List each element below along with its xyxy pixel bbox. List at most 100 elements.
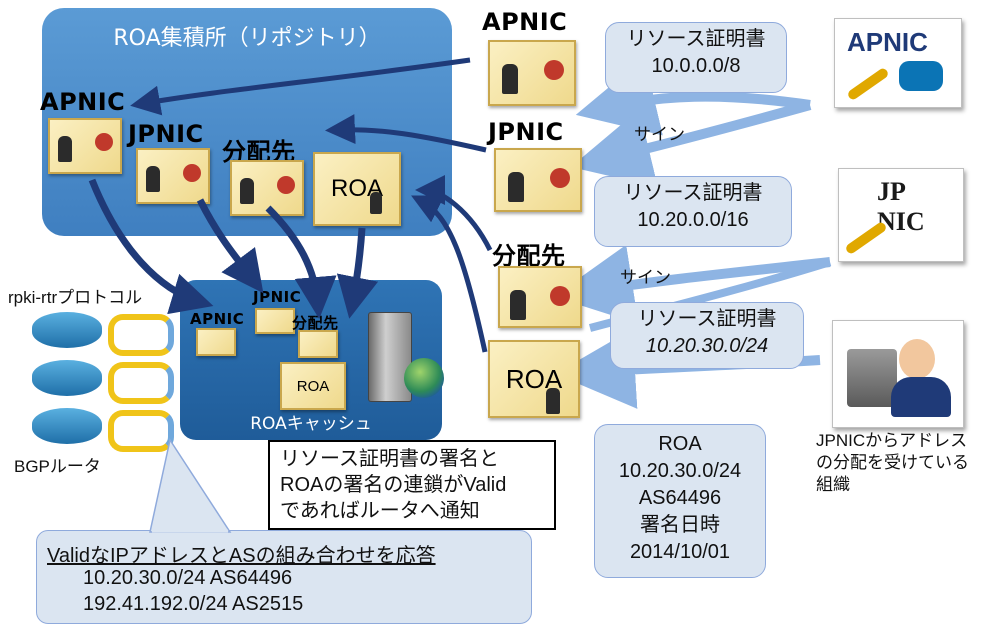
person-body-icon [891,377,951,417]
callout-line: 署名日時 [640,514,720,536]
repo-cert-apnic: APNIC [40,88,126,174]
arrow-roa-to-repo [411,195,488,353]
signer-icon [546,388,560,414]
signer-icon [146,166,160,192]
repo-cert-jpnic-label: JPNIC [128,120,204,148]
callout-line: 10.20.30.0/24 [618,460,742,482]
router-icon [32,360,102,396]
signer-icon [240,178,254,204]
response-row: 10.20.30.0/24 AS64496 [83,567,293,589]
arrow-bunpai-to-repo [415,175,493,252]
cache-roa-label: ROA [296,377,330,395]
right-cert-jpnic: JPNIC [488,118,588,212]
callout-line: AS64496 [638,487,722,509]
jpnic-logo-jp: JP [877,177,906,206]
sign-arrow-apnic-2 [570,100,812,188]
cache-cert-apnic-label: APNIC [190,310,245,328]
cache-cert-jpnic: JPNIC [245,288,305,334]
callout-line: 10.20.30.0/24 [645,335,769,357]
callout-line: リソース証明書 [623,182,763,204]
callout-jpnic-cert: リソース証明書 10.20.0.0/16 [594,176,792,247]
arrow-repo-apnic-to-cache [88,178,214,315]
seal-icon [183,164,201,182]
callout-bunpai-cert: リソース証明書 10.20.30.0/24 [610,302,804,369]
sign-label-1: サイン [634,125,685,144]
organization-label-line: 組織 [816,475,850,494]
callout-line: 2014/10/01 [629,541,731,563]
cache-cert-jpnic-label: JPNIC [253,288,302,306]
right-cert-apnic-label: APNIC [482,8,568,36]
monitor-icon [847,349,897,407]
repo-cert-apnic-label: APNIC [40,88,126,116]
validation-note-line: リソース証明書の署名と [280,448,499,470]
sign-arrow-jpnic [553,244,831,324]
certificate-icon [298,330,338,358]
callout-roa-info: ROA 10.20.30.0/24 AS64496 署名日時 2014/10/0… [594,424,766,578]
response-callout: ValidなIPアドレスとASの組み合わせを応答 10.20.30.0/24 A… [36,530,532,624]
globe-icon [404,358,444,398]
right-cert-apnic: APNIC [482,8,582,108]
response-heading: ValidなIPアドレスとASの組み合わせを応答 [47,545,436,567]
right-roa: ROA [488,340,580,418]
seal-icon [277,176,295,194]
right-cert-jpnic-label: JPNIC [488,118,564,146]
organization-label-line: JPNICからアドレス [816,431,968,450]
signer-icon [508,172,524,202]
callout-apnic-cert: リソース証明書 10.0.0.0/8 [605,22,787,93]
cache-cert-apnic: APNIC [190,310,250,356]
validation-note-line: であればルータへ通知 [280,500,480,522]
seal-icon [95,133,113,151]
repo-cert-jpnic: JPNIC [128,120,214,204]
apnic-logo-nic: NIC [883,27,928,57]
response-row: 192.41.192.0/24 AS2515 [83,593,304,615]
right-cert-bunpaisaki-label: 分配先 [492,242,566,270]
repo-roa: ROA [313,152,401,226]
sign-arrow-apnic [575,57,811,136]
seal-icon [550,168,570,188]
sync-arrow-icon [108,314,174,356]
signer-icon [58,136,72,162]
certificate-icon [196,328,236,356]
repository-title: ROA集積所（リポジトリ） [113,26,381,51]
validation-note-line: ROAの署名の連鎖がValid [280,474,507,496]
jpnic-logo-nic: NIC [877,207,925,236]
validation-note: リソース証明書の署名と ROAの署名の連鎖がValid であればルータへ通知 [268,440,556,530]
sync-arrow-icon [108,410,174,452]
apnic-logo-text: APNIC [847,27,928,58]
arrow-repo-roa-to-cache [336,227,379,319]
right-cert-bunpaisaki: 分配先 [492,236,592,328]
callout-line: 10.20.0.0/16 [637,209,749,231]
organization-label-line: の分配を受けている [816,453,969,472]
callout-line: リソース証明書 [637,308,777,330]
router-icon [32,312,102,348]
cache-title: ROAキャッシュ [250,414,372,434]
arrow-jpnic-to-repo [325,114,487,153]
router-icon [32,408,102,444]
repo-cert-bunpaisaki: 分配先 [222,132,308,216]
arrow-apnic-to-repo [130,57,471,116]
arrow-repo-bunpai-to-cache [265,205,337,319]
callout-line: ROA [658,433,702,455]
apnic-key-card: APNIC [834,18,962,108]
bgp-router-label: BGPルータ [14,457,101,476]
sync-arrow-icon [108,362,174,404]
apnic-logo-ap: AP [847,27,884,57]
seal-icon [550,286,570,306]
seal-icon [544,60,564,80]
cache-roa: ROA [280,362,346,410]
callout-line: リソース証明書 [626,28,766,50]
person-icon [899,339,935,379]
signer-icon [370,192,382,214]
callout-line: 10.0.0.0/8 [651,55,741,77]
arrow-repo-jpnic-to-cache [196,198,264,294]
apnic-logo-mark [899,61,943,91]
signer-icon [502,64,518,94]
sign-label-2: サイン [620,268,671,287]
organization-card [832,320,964,428]
certificate-icon [255,308,295,334]
organization-label: JPNICからアドレス の分配を受けている 組織 [816,430,969,496]
server-icon [368,312,412,402]
